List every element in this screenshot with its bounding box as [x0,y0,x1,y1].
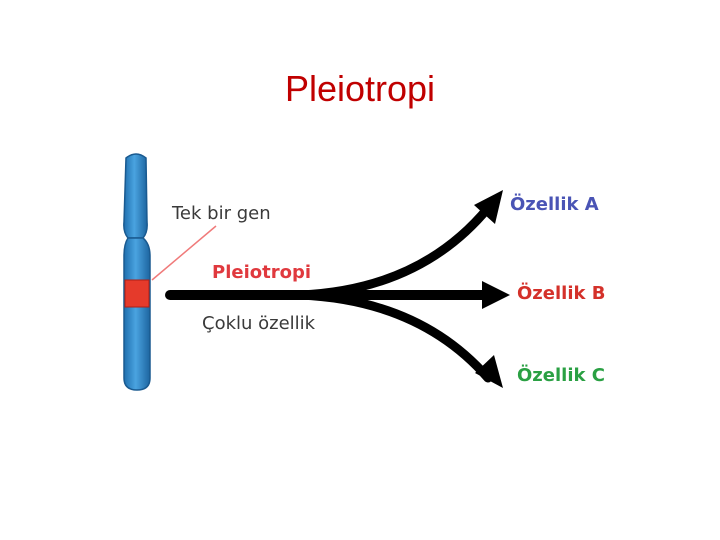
trait-a-label: Özellik A [510,193,599,215]
trait-b-label: Özellik B [517,282,605,304]
slide-title: Pleiotropi [284,68,436,109]
arrowheads [474,190,510,388]
arrowhead-c [475,355,503,388]
branching-arrow [165,203,493,383]
chromosome [123,153,151,391]
center-label: Pleiotropi [212,262,311,283]
gene-label: Tek bir gen [171,203,271,224]
branch-arrow-a [295,203,493,300]
branch-arrow-c [295,290,493,383]
arrowhead-a [474,190,503,224]
chromosome-upper-arm [123,153,148,239]
trait-c-label: Özellik C [517,364,605,386]
arrowhead-b [482,281,510,309]
gene-locus [124,279,150,308]
chromosome-lower-arm [123,237,151,391]
gene-pointer-line [151,225,217,281]
bottom-label: Çoklu özellik [202,313,316,334]
